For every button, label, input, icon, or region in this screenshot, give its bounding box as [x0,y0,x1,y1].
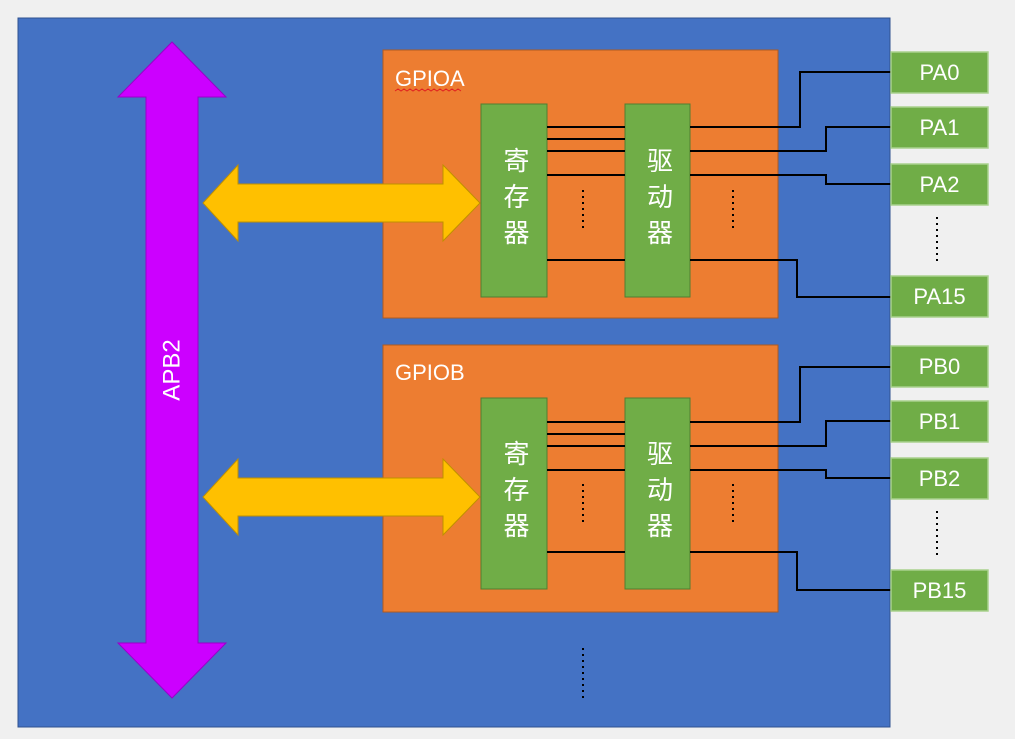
gpiob-register-block [480,397,548,590]
pin-box [890,275,989,318]
pin-box [890,163,989,206]
gpiob-internal-wires [547,421,625,553]
wire-pb0 [690,366,891,423]
wire-pa2 [690,174,891,185]
pin-label: PA2 [920,172,960,197]
pin-label: PA1 [920,115,960,140]
pin-label: PB2 [919,466,961,491]
wire-pa15 [690,259,891,298]
pin-label: PA15 [913,284,965,309]
gpiob-register-label-box: 寄存器 [481,398,547,589]
pin-box [890,106,989,149]
pin-box [890,345,989,388]
pin-box [890,457,989,500]
bus-label: APB2 [159,339,186,400]
gpiob-pin-wires [690,366,891,591]
pin-label: PB1 [919,409,961,434]
gpiob-pins: PB0 PB1 PB2 PB15 [890,345,989,612]
wire-pb2 [690,469,891,479]
gpioa-driver-label-box: 驱动器 [625,104,690,297]
gpiob-driver-label-box: 驱动器 [625,398,690,589]
gpioa-driver-block [624,103,691,298]
pin-label: PB0 [919,354,961,379]
pin-box [890,51,989,94]
driver-label: 驱动器 [642,439,673,548]
gpioa-pins: PA0 PA1 PA2 PA15 [890,51,989,318]
pin-label: PA0 [920,60,960,85]
gpioa-label: GPIOA [395,66,465,91]
register-label: 寄存器 [499,439,529,548]
wire-pa1 [690,126,891,152]
wire-pb1 [690,420,891,447]
apb2-bus-arrow [116,41,228,699]
pin-label: PB15 [913,578,967,603]
gpiob-driver-block [624,397,691,590]
gpiob-label: GPIOB [395,360,465,385]
gpioa-register-block [480,103,548,298]
register-label: 寄存器 [499,146,529,255]
driver-label: 驱动器 [642,146,673,255]
gpiob-bus-link-arrow [202,457,481,537]
spellcheck-underline [394,88,462,92]
gpioa-bus-link-arrow [202,163,481,243]
wire-pa0 [690,71,891,128]
pin-box [890,400,989,443]
wire-pb15 [690,551,891,591]
gpioa-register-label-box: 寄存器 [481,104,547,297]
gpioa-internal-wires [547,126,625,261]
gpioa-pin-wires [690,71,891,298]
pin-box [890,569,989,612]
